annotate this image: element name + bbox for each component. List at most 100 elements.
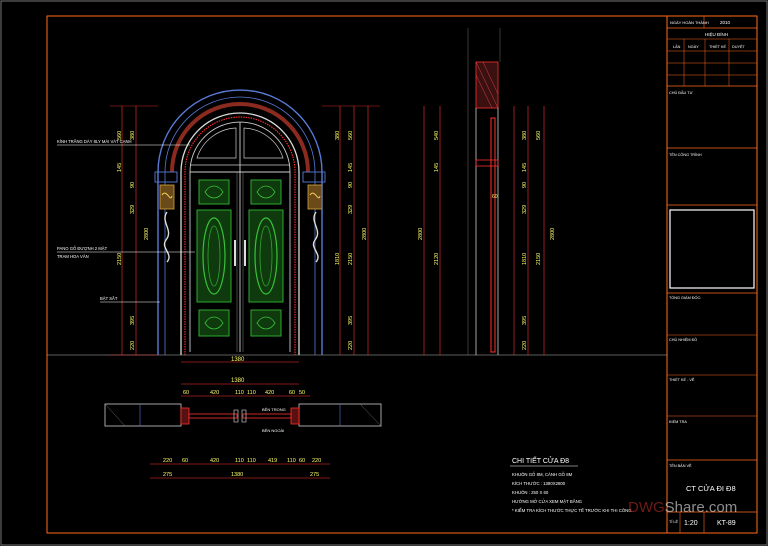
notes-line-5: * KIỂM TRA KÍCH THƯỚC THỰC TẾ TRƯỚC KHI … <box>512 508 632 513</box>
panel-top-right <box>250 179 282 205</box>
revision-col-4: DUYỆT <box>732 44 746 49</box>
plan-leaf-right <box>242 413 292 419</box>
notes-line-3: KHUÔN : 250 X 60 <box>512 490 549 495</box>
elev-dim-l5: 329 <box>130 205 136 214</box>
plan-frame-right <box>290 407 300 425</box>
bracket-left <box>159 184 175 210</box>
plan-top-dim-2: 420 <box>210 390 219 396</box>
door-frame <box>180 112 300 355</box>
callout-glass: KÍNH TRẮNG DÀY 8LY MÀI VÁT CẠNH <box>57 139 132 144</box>
elev-dim-l4: 90 <box>130 182 136 188</box>
watermark-part-2: Share <box>665 499 705 516</box>
plan-top-total: 1380 <box>231 378 245 384</box>
drawing-label: TÊN BẢN VẼ <box>669 463 692 468</box>
elev-dim-r1: 380 <box>335 131 341 140</box>
plan-bot-dim-1: 220 <box>163 458 172 464</box>
plan-bot-dim-6: 419 <box>268 458 277 464</box>
plan-outside-label: BÊN NGOÀI <box>262 428 284 433</box>
revision-header: HIỆU ĐÍNH <box>705 30 728 37</box>
capital-right <box>302 171 326 183</box>
notes-block: CHI TIẾT CỬA Đ8 KHUÔN GỖ 8M, CÁNH GỖ 8M … <box>510 455 632 513</box>
elev-dim-l7: 395 <box>130 316 136 325</box>
panel-large-right <box>248 209 284 303</box>
elevation-dims-left: 560 380 145 90 329 2150 395 220 2800 <box>110 105 158 356</box>
plan-top-dim-1: 60 <box>183 390 189 396</box>
plan-bot-dim-5: 110 <box>247 458 256 464</box>
plan-bot-dim-2: 60 <box>182 458 188 464</box>
elevation-dims-right: 380 560 145 90 329 1810 2150 395 220 280… <box>322 105 380 355</box>
section-dim-r6: 1810 <box>522 253 528 265</box>
oval-right <box>254 217 278 295</box>
elev-dim-r8: 395 <box>348 316 354 325</box>
section-dim-r9: 220 <box>522 341 528 350</box>
plan-bot-dim-9: 220 <box>312 458 321 464</box>
arch-outer <box>157 89 323 355</box>
work-label: TÊN CÔNG TRÌNH <box>669 152 702 157</box>
door-frame-red <box>184 116 296 355</box>
plan-view: 1380 60 420 110 110 420 60 50 BÊN TRONG … <box>104 378 382 479</box>
callout-panel-1: PANO GỖ ĐƯỢNH 2 MẶT <box>57 246 108 251</box>
arch-moulding <box>170 102 310 173</box>
notes-line-4: HƯỚNG MỞ CỬA XEM MẶT BẰNG <box>512 499 583 504</box>
handle-left <box>234 240 236 266</box>
section-dim-l2: 145 <box>434 163 440 172</box>
watermark: DWGShare.com <box>628 499 737 516</box>
notes-line-2: KÍCH THƯỚC : 1380X2800 <box>512 481 566 486</box>
panel-large-left <box>196 209 232 303</box>
section-dim-l3: 2120 <box>434 253 440 265</box>
door-elevation <box>154 89 326 355</box>
issue-label: NGÀY HOÀN THÀNH <box>670 20 709 25</box>
section-dim-r4: 90 <box>522 182 528 188</box>
elev-total-right: 2800 <box>362 228 368 240</box>
plan-inside-label: BÊN TRONG <box>262 407 286 412</box>
plan-top-dim-3: 110 <box>235 390 244 396</box>
section-dim-l1: 540 <box>434 131 440 140</box>
plan-bot-side-right: 275 <box>310 472 319 478</box>
revision-col-2: NGÀY <box>688 45 699 49</box>
plan-frame-left <box>180 407 190 425</box>
panel-top-left <box>198 179 230 205</box>
plan-bot-dim-7: 110 <box>287 458 296 464</box>
project-label: CHỦ ĐẦU TƯ <box>669 90 694 95</box>
handle-right <box>244 240 246 266</box>
transom-glass-right <box>243 127 284 159</box>
revision-col-1: LẦN <box>673 45 681 49</box>
notes-line-1: KHUÔN GỖ 8M, CÁNH GỖ 8M <box>512 472 573 477</box>
side-section: 60 <box>467 28 501 355</box>
section-dim-r5: 329 <box>522 205 528 214</box>
plan-bot-dim-8: 60 <box>299 458 305 464</box>
elev-dim-r7: 2150 <box>348 253 354 265</box>
elev-dim-r3: 145 <box>348 163 354 172</box>
section-door-leaf <box>490 117 496 353</box>
elev-dim-l8: 220 <box>130 341 136 350</box>
elev-dim-l2: 380 <box>130 131 136 140</box>
notes-heading: CHI TIẾT CỬA Đ8 <box>512 455 569 465</box>
section-frame-top <box>475 159 499 167</box>
director-label: TỔNG GIÁM ĐỐC: <box>669 295 701 300</box>
oval-left <box>202 217 226 295</box>
section-dim-r8: 395 <box>522 316 528 325</box>
section-dim-r3: 145 <box>522 163 528 172</box>
section-dims-right: 380 560 145 90 329 1810 2150 395 220 280… <box>513 106 556 355</box>
elev-dim-r4: 90 <box>348 182 354 188</box>
drawing-name: CT CỬA ĐI Đ8 <box>686 484 736 493</box>
elev-dim-r5: 329 <box>348 205 354 214</box>
plan-wall-left <box>104 403 182 427</box>
panel-bottom-left <box>198 309 230 337</box>
elev-dim-l6: 2150 <box>117 253 123 265</box>
title-block: NGÀY HOÀN THÀNH 2010 HIỆU ĐÍNH LẦN NGÀY … <box>666 15 758 534</box>
plan-top-dim-6: 60 <box>289 390 295 396</box>
plan-bot-dim-4: 110 <box>235 458 244 464</box>
section-dims-left: 540 145 2120 2800 <box>418 106 441 355</box>
check-label: KIỂM TRA <box>669 419 687 424</box>
carving-left <box>163 211 170 263</box>
elev-dim-r2: 560 <box>348 131 354 140</box>
chief-label: CHỦ NHIỆM ĐỒ <box>669 337 697 342</box>
elev-total-left: 2800 <box>144 228 150 240</box>
carving-right <box>312 211 319 263</box>
watermark-part-1: DWG <box>628 499 665 516</box>
plan-bot-dim-3: 420 <box>210 458 219 464</box>
sheet-number: KT-89 <box>717 520 736 527</box>
